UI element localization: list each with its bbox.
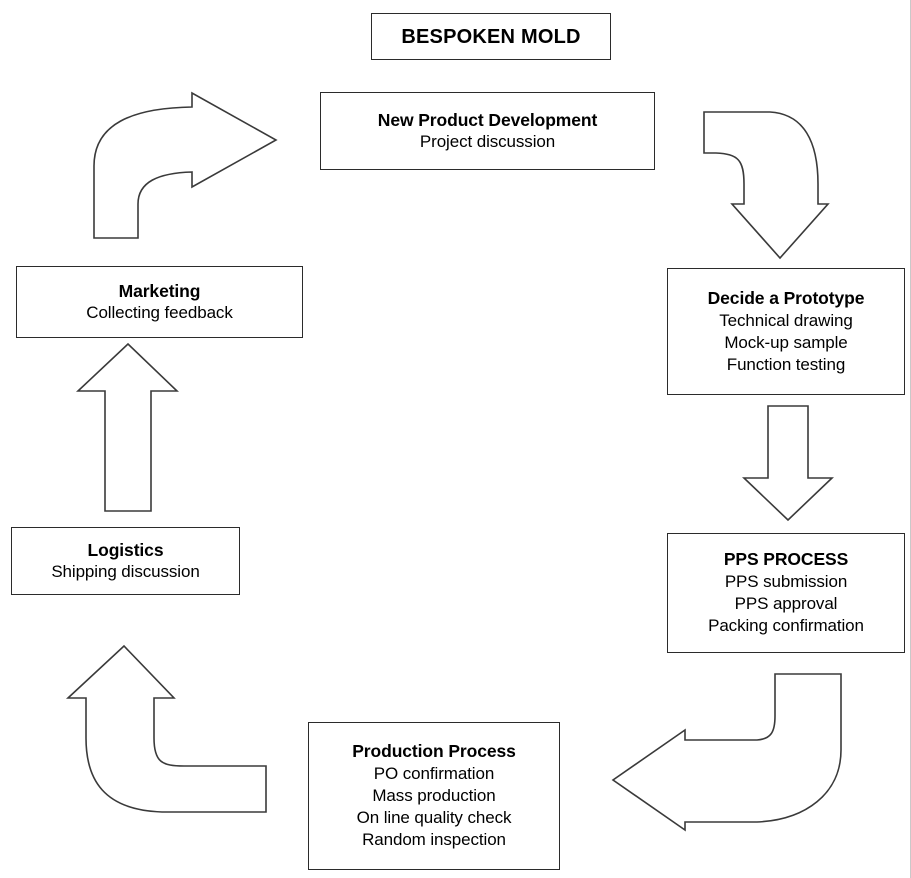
node-line: Collecting feedback (86, 303, 233, 323)
node-line: Mass production (372, 786, 496, 806)
node-line: PPS submission (724, 572, 848, 592)
node-title: Decide a Prototype (707, 287, 865, 308)
diagram-title: BESPOKEN MOLD (401, 25, 581, 48)
node-line: PPS approval (734, 594, 838, 614)
connector-new-product-development-to-decide-a-prototype (700, 108, 830, 260)
node-logistics[interactable]: Logistics Shipping discussion (11, 527, 240, 595)
node-line: Mock-up sample (724, 332, 848, 352)
node-title: Marketing (118, 280, 201, 301)
node-line: Project discussion (419, 132, 556, 152)
node-line: Random inspection (362, 830, 506, 850)
node-marketing[interactable]: Marketing Collecting feedback (16, 266, 303, 338)
connector-marketing-to-new-product-development (88, 91, 308, 239)
node-new-product-development[interactable]: New Product Development Project discussi… (320, 92, 655, 170)
node-pps-process[interactable]: PPS PROCESS PPS submission PPS approval … (667, 533, 905, 653)
node-production-process[interactable]: Production Process PO confirmation Mass … (308, 722, 560, 870)
node-line: Packing confirmation (708, 616, 864, 636)
node-line: Function testing (726, 354, 846, 374)
connector-decide-a-prototype-to-pps-process (742, 404, 834, 522)
node-line: Shipping discussion (51, 562, 200, 582)
node-line: On line quality check (356, 808, 512, 828)
node-title: Logistics (87, 539, 164, 560)
diagram-title-box: BESPOKEN MOLD (371, 13, 611, 60)
node-title: Production Process (352, 741, 516, 762)
connector-pps-process-to-production-process (605, 672, 845, 832)
node-line: PO confirmation (373, 764, 495, 784)
node-line: Technical drawing (719, 310, 853, 330)
connector-production-process-to-logistics (65, 644, 272, 814)
connector-logistics-to-marketing (72, 341, 182, 513)
node-title: PPS PROCESS (723, 549, 849, 570)
node-title: New Product Development (377, 109, 598, 130)
node-decide-a-prototype[interactable]: Decide a Prototype Technical drawing Moc… (667, 268, 905, 395)
